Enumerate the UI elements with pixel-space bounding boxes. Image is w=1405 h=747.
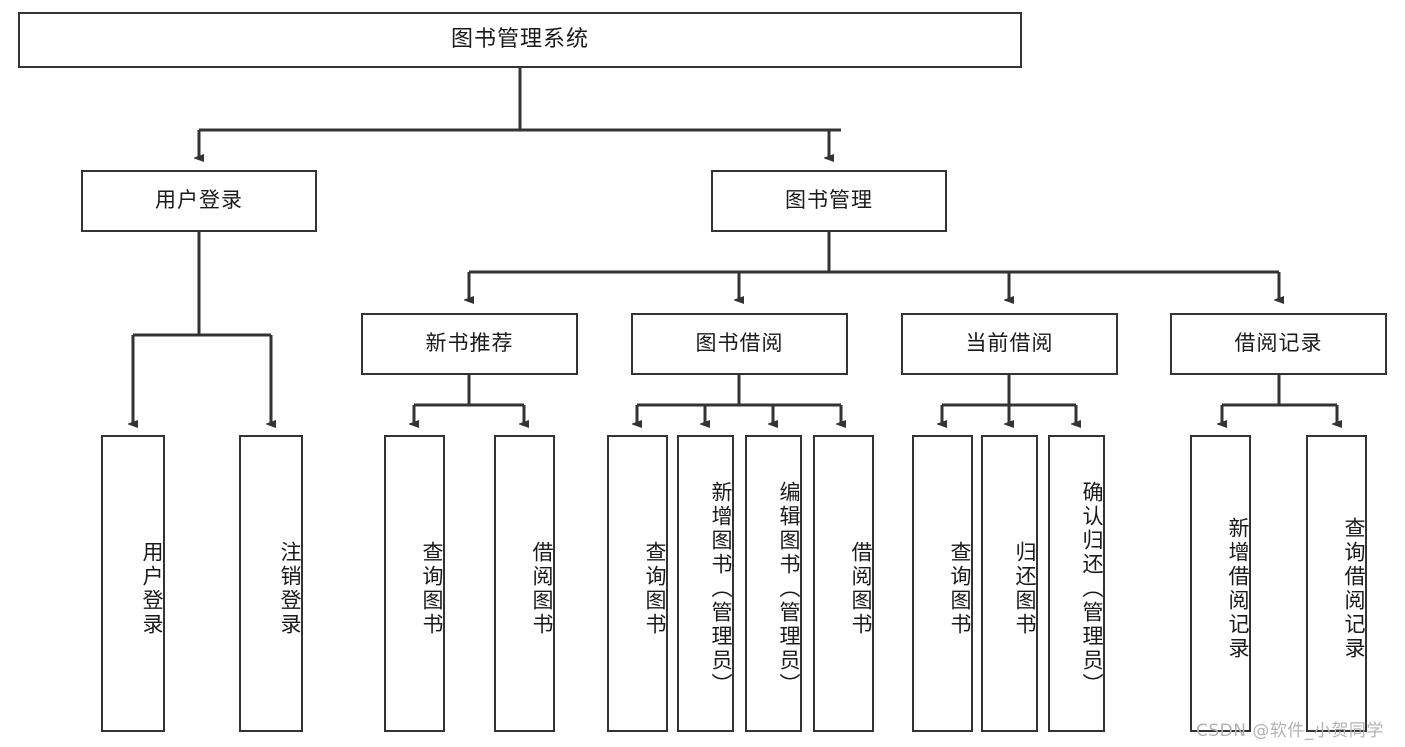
leaf-query-book-1[interactable]: 查询图书 bbox=[384, 435, 445, 732]
node-book-borrow-label: 图书借阅 bbox=[695, 331, 784, 356]
leaf-query-book-2[interactable]: 查询图书 bbox=[607, 435, 668, 732]
node-current-borrow-label: 当前借阅 bbox=[965, 331, 1054, 356]
leaf-confirm-return-label: 确认归还（管理员） bbox=[1080, 480, 1104, 697]
leaf-edit-book[interactable]: 编辑图书（管理员） bbox=[745, 435, 802, 732]
node-borrow-record-label: 借阅记录 bbox=[1234, 331, 1323, 356]
leaf-add-book[interactable]: 新增图书（管理员） bbox=[677, 435, 734, 732]
node-book-manage[interactable]: 图书管理 bbox=[711, 170, 947, 232]
node-root-label: 图书管理系统 bbox=[450, 26, 589, 52]
node-book-borrow[interactable]: 图书借阅 bbox=[631, 313, 848, 375]
leaf-query-record[interactable]: 查询借阅记录 bbox=[1306, 435, 1367, 732]
csdn-watermark: CSDN @软件_小贺同学 bbox=[1196, 721, 1384, 741]
leaf-user-login[interactable]: 用户登录 bbox=[101, 435, 165, 732]
leaf-return-book-label: 归还图书 bbox=[1013, 540, 1037, 637]
leaf-query-book-3[interactable]: 查询图书 bbox=[912, 435, 973, 732]
leaf-add-book-label: 新增图书（管理员） bbox=[709, 480, 733, 697]
leaf-query-record-label: 查询借阅记录 bbox=[1342, 516, 1366, 661]
leaf-add-record[interactable]: 新增借阅记录 bbox=[1190, 435, 1251, 732]
leaf-confirm-return[interactable]: 确认归还（管理员） bbox=[1048, 435, 1105, 732]
leaf-logout[interactable]: 注销登录 bbox=[239, 435, 303, 732]
leaf-return-book[interactable]: 归还图书 bbox=[981, 435, 1038, 732]
node-user-login-label: 用户登录 bbox=[155, 188, 243, 213]
node-current-borrow[interactable]: 当前借阅 bbox=[901, 313, 1118, 375]
leaf-borrow-book-2-label: 借阅图书 bbox=[849, 540, 873, 637]
leaf-borrow-book-1-label: 借阅图书 bbox=[530, 540, 554, 637]
node-new-book-rec[interactable]: 新书推荐 bbox=[361, 313, 578, 375]
leaf-query-book-1-label: 查询图书 bbox=[420, 540, 444, 637]
node-root[interactable]: 图书管理系统 bbox=[18, 12, 1022, 68]
leaf-edit-book-label: 编辑图书（管理员） bbox=[777, 480, 801, 697]
leaf-user-login-label: 用户登录 bbox=[140, 540, 164, 637]
node-borrow-record[interactable]: 借阅记录 bbox=[1170, 313, 1387, 375]
node-new-book-rec-label: 新书推荐 bbox=[425, 331, 514, 356]
node-user-login[interactable]: 用户登录 bbox=[81, 170, 317, 232]
leaf-logout-label: 注销登录 bbox=[278, 540, 302, 637]
leaf-borrow-book-2[interactable]: 借阅图书 bbox=[813, 435, 874, 732]
leaf-add-record-label: 新增借阅记录 bbox=[1226, 516, 1250, 661]
leaf-query-book-2-label: 查询图书 bbox=[643, 540, 667, 637]
leaf-borrow-book-1[interactable]: 借阅图书 bbox=[494, 435, 555, 732]
leaf-query-book-3-label: 查询图书 bbox=[948, 540, 972, 637]
node-book-manage-label: 图书管理 bbox=[785, 188, 873, 213]
